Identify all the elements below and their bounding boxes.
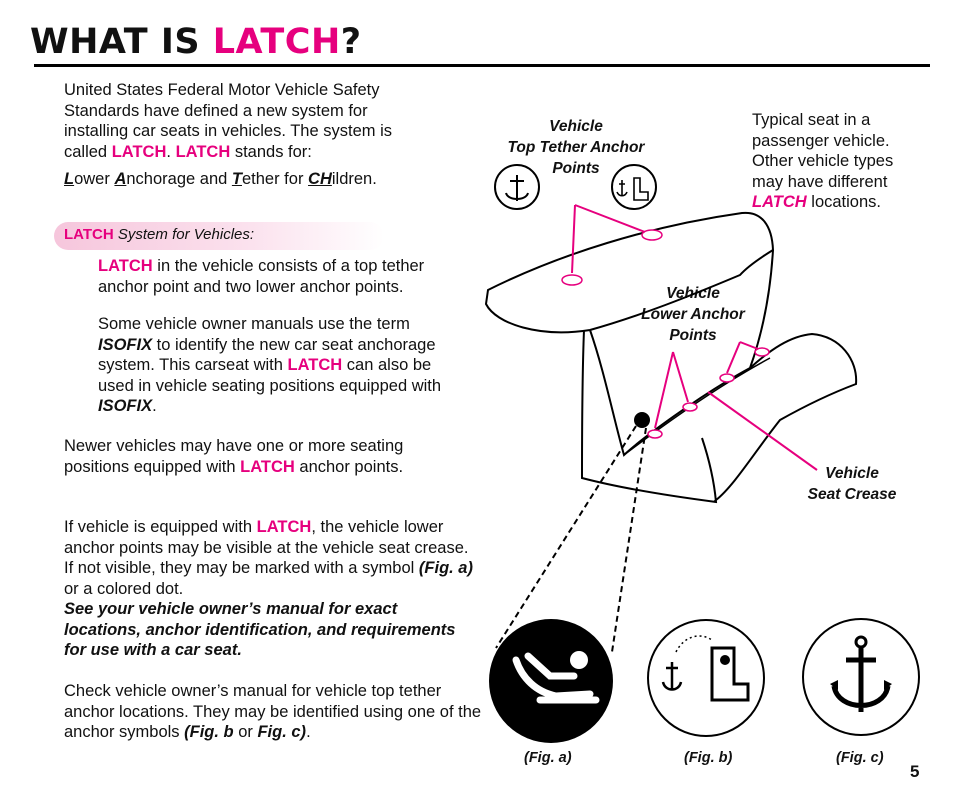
tether-anchor-point [641, 229, 663, 241]
fig-a-caption: (Fig. a) [524, 750, 572, 766]
seat-crease [623, 357, 771, 456]
seat-back-top [484, 211, 775, 334]
isofix-paragraph: Some vehicle owner manuals use the term … [98, 315, 442, 415]
fig-c-caption: (Fig. c) [836, 750, 884, 766]
seat-cushion [713, 332, 858, 503]
latch-acronym: Lower Anchorage and Tether for CHildren. [64, 170, 377, 188]
seat-back-front [589, 249, 774, 457]
latch-vehicle-paragraph: LATCH in the vehicle consists of a top t… [98, 257, 425, 296]
page-number: 5 [910, 762, 920, 781]
section-header: LATCH System for Vehicles: [64, 226, 255, 243]
lower-anchor-point [682, 402, 698, 412]
top-tether-paragraph: Check vehicle owner’s manual for vehicle… [64, 682, 482, 741]
fig-a-symbol [489, 619, 613, 743]
intro-paragraph: United States Federal Motor Vehicle Safe… [64, 81, 392, 161]
typical-seat-note: Typical seat in a passenger vehicle. Oth… [752, 111, 894, 211]
lower-anchor-symbol-icon [634, 412, 650, 428]
fig-b-caption: (Fig. b) [684, 750, 733, 766]
lower-anchor-point [719, 373, 735, 383]
page-title: WHAT IS LATCH? [30, 22, 362, 62]
newer-vehicles-paragraph: Newer vehicles may have one or more seat… [64, 437, 404, 476]
title-rule [34, 64, 930, 67]
tether-anchor-point [561, 274, 583, 286]
section-header-band [54, 222, 384, 250]
lower-anchor-point [754, 347, 770, 357]
seat-front [580, 329, 718, 504]
lower-anchor-paragraph: If vehicle is equipped with LATCH, the v… [64, 518, 473, 659]
lower-anchor-point [647, 429, 663, 439]
